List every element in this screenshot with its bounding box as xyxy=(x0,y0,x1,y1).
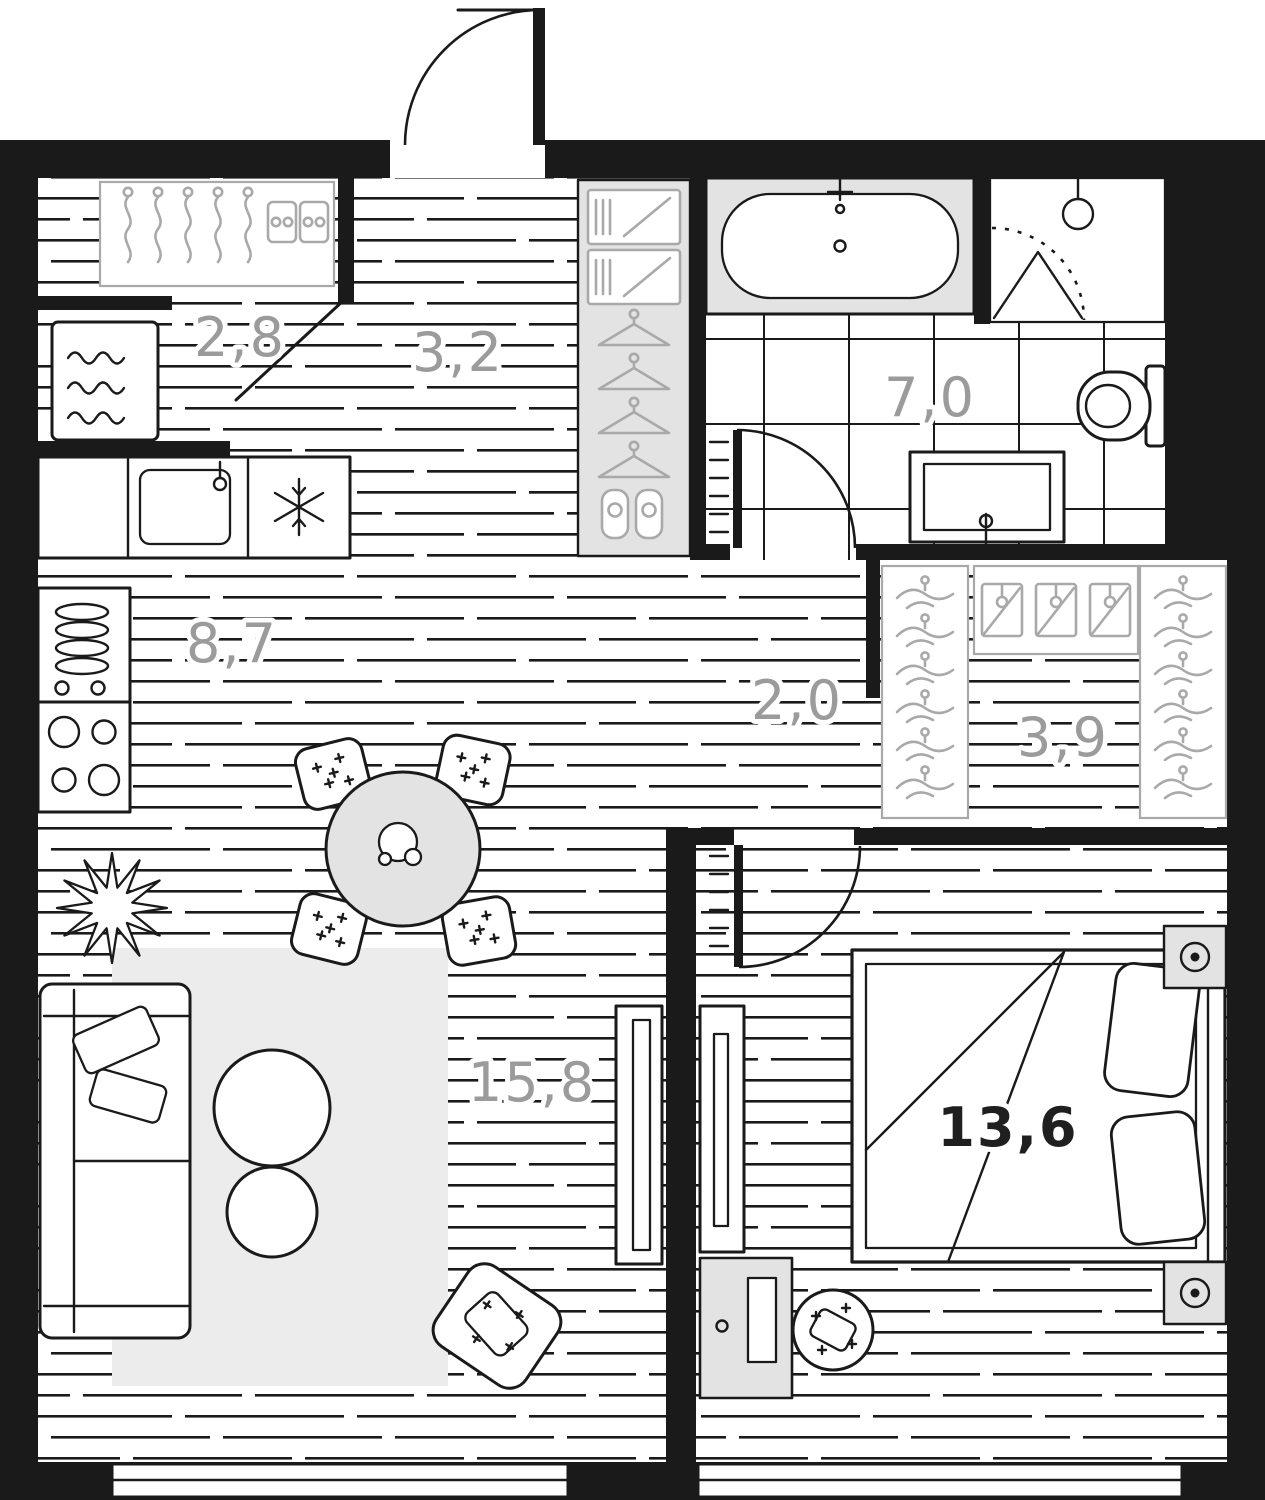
hall-wardrobe-unit xyxy=(576,178,692,558)
pillow xyxy=(1103,962,1201,1098)
dining-set xyxy=(287,731,520,969)
wall-washer-niche xyxy=(38,296,172,310)
armchair xyxy=(431,1262,563,1390)
coffee-table-small xyxy=(225,1165,319,1259)
kitchen-fixtures xyxy=(36,455,352,814)
label-bedroom-area: 13,6 xyxy=(937,1096,1078,1159)
label-kitchen-area: 8,7 xyxy=(186,612,278,675)
wall-shower-partition xyxy=(974,178,990,324)
bathtub xyxy=(704,176,976,316)
wall-top-right xyxy=(545,140,1265,178)
wall-top-left xyxy=(0,140,390,178)
shoe-cabinet-icon xyxy=(586,188,682,306)
dish-rack xyxy=(36,586,132,704)
entry-closet-unit xyxy=(98,180,336,288)
shoe-boxes-icon xyxy=(266,200,330,244)
wall-left xyxy=(0,140,38,1500)
dresser xyxy=(698,1256,794,1400)
label-hallway-area: 3,2 xyxy=(412,321,504,384)
entrance-door xyxy=(403,8,545,146)
plant xyxy=(55,851,169,965)
stove xyxy=(36,700,132,814)
washbasin xyxy=(908,450,1066,558)
wall-bathroom-south-left xyxy=(690,544,730,560)
window-bedroom xyxy=(696,1462,1184,1499)
label-bathroom-area: 7,0 xyxy=(884,366,976,429)
fridge-snowflake-icon xyxy=(273,477,325,537)
window-living xyxy=(110,1462,570,1499)
wall-right xyxy=(1227,140,1265,1500)
washing-machine xyxy=(50,320,160,442)
wardrobe-unit xyxy=(880,564,1228,820)
sofa xyxy=(38,982,192,1340)
shoes-icon xyxy=(600,488,664,540)
shower xyxy=(988,176,1167,324)
kitchen-counter xyxy=(36,455,352,560)
wall-bathroom-east-pier xyxy=(1165,178,1227,560)
label-entry-closet-area: 2,8 xyxy=(194,306,286,369)
doors xyxy=(234,8,862,969)
coffee-table-large xyxy=(212,1048,332,1168)
storage-box-icon xyxy=(980,582,1024,638)
toilet xyxy=(1076,364,1167,448)
bed xyxy=(850,948,1227,1264)
storage-box-icon xyxy=(1088,582,1132,638)
speaker-top xyxy=(1162,924,1228,990)
closet-door-leaf xyxy=(234,298,346,402)
wall-partition xyxy=(666,828,696,1462)
label-hall-area: 2,0 xyxy=(751,669,843,732)
room-labels: 2,8 3,2 7,0 8,7 2,0 3,9 15,8 13,6 xyxy=(181,301,1112,1164)
hall-floor xyxy=(690,560,866,838)
wall-entry-closet-south xyxy=(38,441,230,457)
wall-bathroom-west xyxy=(690,178,706,560)
tv-unit-living xyxy=(614,1004,664,1266)
kitchen-sink xyxy=(138,468,232,546)
wall-bathroom-south-right xyxy=(856,544,1227,560)
storage-box-icon xyxy=(1034,582,1078,638)
bedroom-door xyxy=(708,845,862,969)
bathroom-door xyxy=(708,428,857,549)
tv-unit-bedroom xyxy=(698,1004,746,1254)
pillow xyxy=(1109,1110,1207,1246)
label-living-room-area: 15,8 xyxy=(468,1051,596,1114)
pouf xyxy=(791,1288,875,1372)
speaker-bottom xyxy=(1162,1260,1228,1326)
label-wardrobe-area: 3,9 xyxy=(1017,706,1109,769)
blanket-fold xyxy=(864,950,1066,1264)
sofa-pillow xyxy=(72,1005,160,1075)
wall-hall-wardrobe xyxy=(866,560,880,698)
bathroom-fixtures xyxy=(704,176,1167,558)
wall-entry-closet-east xyxy=(338,178,354,304)
wall-hall-south-right xyxy=(854,828,1227,845)
sofa-pillow xyxy=(88,1068,168,1124)
